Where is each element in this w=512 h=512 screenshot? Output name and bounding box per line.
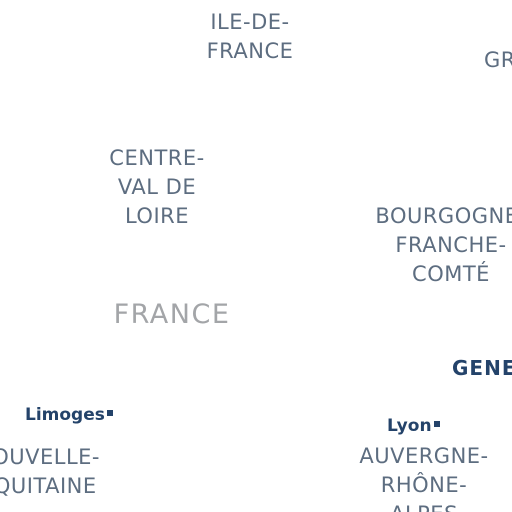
region-label-bourgogne-franche-comte: BOURGOGNE- FRANCHE- COMTÉ xyxy=(375,204,512,286)
city-marker-lyon xyxy=(433,421,440,427)
region-label-grand-est: GRAND EST xyxy=(484,48,512,72)
city-name-limoges: Limoges xyxy=(25,405,105,425)
city-name-lyon: Lyon xyxy=(387,416,432,436)
city-label-lyon: Lyon xyxy=(387,416,440,436)
city-marker-limoges xyxy=(106,410,113,416)
region-label-ile-de-france: ILE-DE- FRANCE xyxy=(206,10,294,63)
city-label-limoges: Limoges xyxy=(25,405,113,425)
region-label-auvergne-rhone-alpes: AUVERGNE- RHÔNE- ALPES xyxy=(359,444,489,512)
country-label-france: FRANCE xyxy=(113,299,231,330)
region-label-nouvelle-aquitaine: NOUVELLE- AQUITAINE xyxy=(0,445,100,498)
region-label-centre-val-de-loire: CENTRE- VAL DE LOIRE xyxy=(109,146,205,228)
city-label-geneva: GENEVA xyxy=(452,356,512,380)
